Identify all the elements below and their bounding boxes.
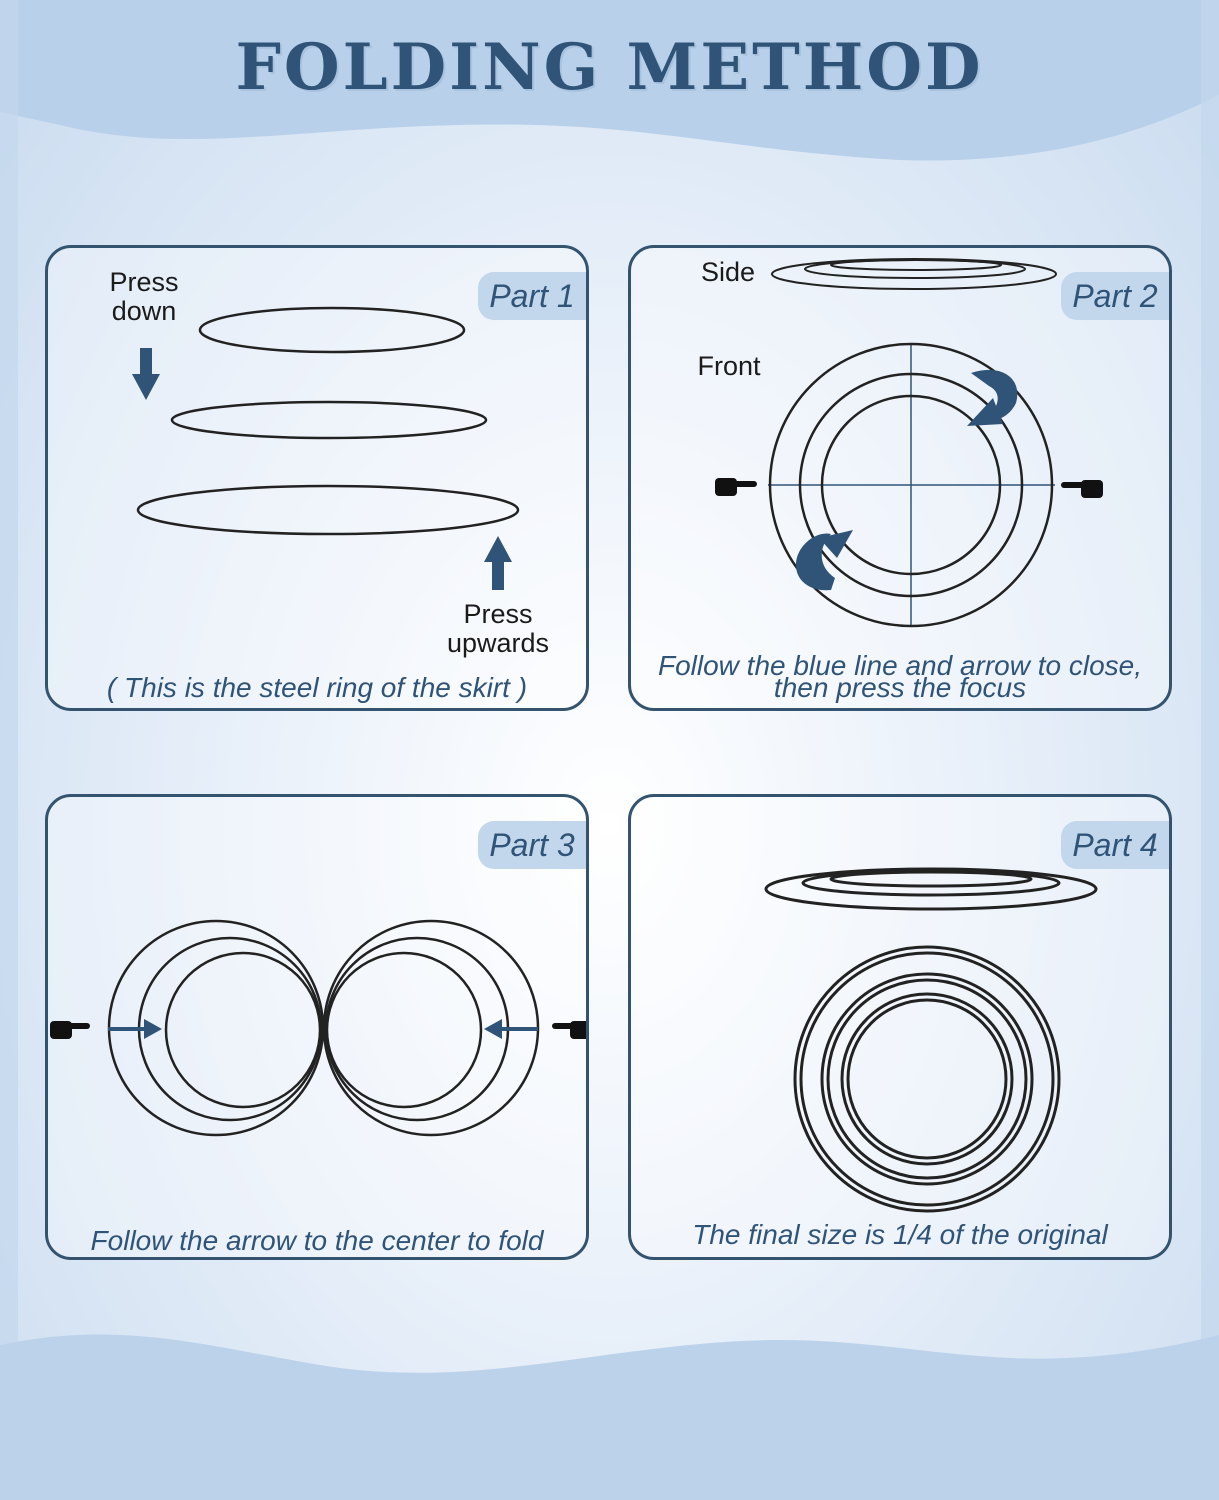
part-badge: Part 2 bbox=[1061, 272, 1169, 320]
panel-part-3: Part 3 Follow the arrow to the center to… bbox=[45, 794, 589, 1260]
panel-part-4: Part 4 The final size is 1/4 of the orig… bbox=[628, 794, 1172, 1260]
pointing-hand-icon bbox=[552, 1021, 586, 1039]
ring-top bbox=[198, 306, 466, 354]
part-badge: Part 1 bbox=[478, 272, 586, 320]
left-arrow-icon bbox=[484, 1019, 538, 1039]
part-badge: Part 3 bbox=[478, 821, 586, 869]
down-arrow-icon bbox=[132, 348, 160, 400]
pointing-hand-icon bbox=[715, 478, 757, 496]
ring-middle bbox=[170, 400, 488, 440]
front-label: Front bbox=[697, 351, 761, 381]
side-label: Side bbox=[700, 257, 756, 287]
right-border bbox=[1201, 0, 1219, 1500]
panel-caption: Follow the arrow to the center to fold bbox=[90, 1225, 544, 1256]
right-arrow-icon bbox=[108, 1019, 162, 1039]
side-view-rings bbox=[771, 258, 1057, 290]
ring-bottom bbox=[136, 484, 520, 536]
up-arrow-icon bbox=[484, 536, 512, 590]
curved-arrow-icon bbox=[967, 369, 1018, 426]
page-title: FOLDING METHOD bbox=[235, 30, 984, 105]
front-view-rings bbox=[768, 342, 1055, 628]
steel-ring-illustration bbox=[132, 306, 520, 590]
pointing-hand-icon bbox=[1061, 480, 1103, 498]
press-down-label: Press down bbox=[109, 267, 179, 326]
panel-part-2: Part 2 Side Front Follow the blue line a… bbox=[628, 245, 1172, 711]
top-wave bbox=[0, 0, 1219, 161]
left-border bbox=[0, 0, 18, 1500]
panel-caption-line1: Follow the blue line and arrow to close, bbox=[657, 650, 1143, 681]
panel-caption-line2: then press the focus bbox=[773, 672, 1027, 703]
folded-front-view-rings bbox=[793, 945, 1061, 1213]
final-size-illustration bbox=[764, 867, 1098, 1213]
panel-caption: The final size is 1/4 of the original bbox=[692, 1219, 1108, 1250]
panel-part-1: Part 1 Press down Press upwards ( This i… bbox=[45, 245, 589, 711]
fold-close-illustration bbox=[715, 258, 1103, 628]
panel-caption: ( This is the steel ring of the skirt ) bbox=[106, 672, 528, 703]
press-upwards-label: Press upwards bbox=[446, 599, 550, 658]
fold-center-illustration bbox=[50, 919, 586, 1137]
pointing-hand-icon bbox=[50, 1021, 90, 1039]
bottom-wave bbox=[0, 1334, 1219, 1500]
part-badge: Part 4 bbox=[1061, 821, 1169, 869]
folded-side-view-rings bbox=[764, 867, 1098, 911]
curved-arrow-icon bbox=[795, 530, 853, 591]
